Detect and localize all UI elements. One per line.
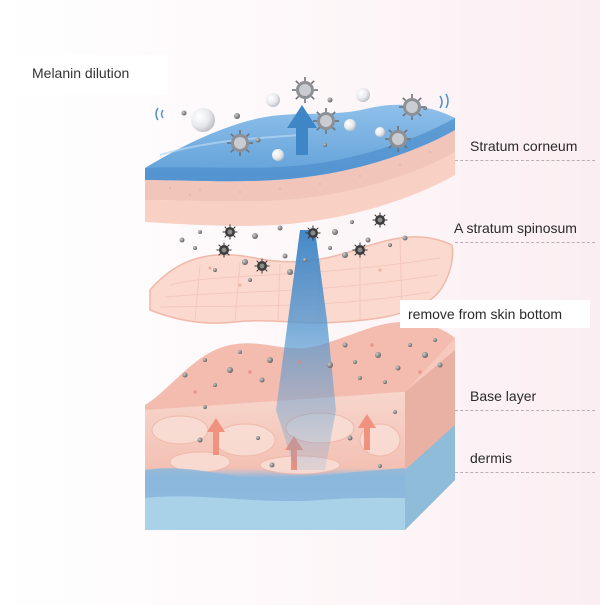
label-stratum-corneum: Stratum corneum bbox=[470, 138, 578, 154]
melanin-particle-icon bbox=[384, 125, 412, 153]
label-divider bbox=[455, 410, 595, 411]
label-background bbox=[400, 300, 590, 328]
melanin-particle-icon bbox=[226, 129, 254, 157]
label-divider bbox=[455, 472, 595, 473]
dilution-beam bbox=[276, 230, 336, 470]
label-dermis: dermis bbox=[470, 450, 513, 466]
label-skin-bottom: remove from skin bottom bbox=[408, 306, 563, 322]
melanin-particle-icon bbox=[398, 93, 426, 121]
melanin-particle-icon bbox=[312, 107, 340, 135]
label-divider bbox=[455, 242, 595, 243]
label-divider bbox=[455, 160, 595, 161]
label-stratum-spinosum: A stratum spinosum bbox=[454, 220, 577, 236]
corneum-layer bbox=[145, 104, 455, 226]
up-arrow-icon bbox=[287, 105, 317, 155]
label-base-layer: Base layer bbox=[470, 388, 537, 404]
melanin-particles bbox=[155, 76, 449, 468]
melanin-particle-icon bbox=[291, 76, 319, 104]
diagram-title: Melanin dilution bbox=[8, 55, 168, 95]
